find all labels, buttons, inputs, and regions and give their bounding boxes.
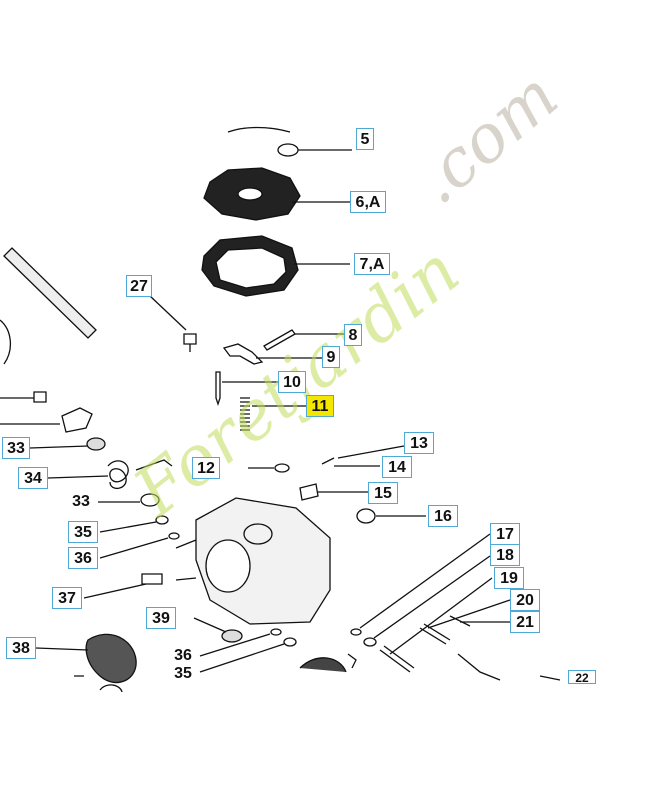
part-label-18: 18 bbox=[490, 544, 520, 566]
part-label-27: 27 bbox=[126, 275, 152, 297]
shaft-part bbox=[3, 247, 97, 339]
pump-cover-fragment bbox=[227, 126, 291, 133]
part-label-19: 19 bbox=[494, 567, 524, 589]
spring-part bbox=[240, 397, 250, 431]
part-label-17: 17 bbox=[490, 523, 520, 545]
part-label-34: 34 bbox=[18, 467, 48, 489]
part-label-8: 8 bbox=[344, 324, 362, 346]
part-label-35-lower: 35 bbox=[174, 665, 192, 682]
lever-part bbox=[222, 343, 264, 365]
o-ring-part bbox=[277, 143, 299, 157]
part-label-36-lower: 36 bbox=[174, 647, 192, 664]
part-label-6: 6,A bbox=[350, 191, 386, 213]
part-label-33-lower: 33 bbox=[72, 493, 90, 510]
part-label-21: 21 bbox=[510, 611, 540, 633]
part-label-39: 39 bbox=[146, 607, 176, 629]
needle-part bbox=[215, 371, 221, 407]
part-label-11: 11 bbox=[306, 395, 334, 417]
part-label-15: 15 bbox=[368, 482, 398, 504]
bracket-part bbox=[61, 407, 93, 433]
part-label-35-upper: 35 bbox=[68, 521, 98, 543]
screw-part bbox=[183, 333, 197, 345]
part-label-9: 9 bbox=[322, 346, 340, 368]
coil-spring-part bbox=[107, 460, 129, 489]
part-label-33-upper: 33 bbox=[2, 437, 30, 459]
part-label-16: 16 bbox=[428, 505, 458, 527]
part-label-38: 38 bbox=[6, 637, 36, 659]
part-label-14: 14 bbox=[382, 456, 412, 478]
part-label-37: 37 bbox=[52, 587, 82, 609]
part-label-10: 10 bbox=[278, 371, 306, 393]
part-label-36-upper: 36 bbox=[68, 547, 98, 569]
part-label-13: 13 bbox=[404, 432, 434, 454]
part-label-5: 5 bbox=[356, 128, 374, 150]
part-label-22-partial: 22 bbox=[568, 670, 596, 684]
part-label-12: 12 bbox=[192, 457, 220, 479]
throttle-disc-part bbox=[85, 633, 137, 684]
part-label-7: 7,A bbox=[354, 253, 390, 275]
part-label-20: 20 bbox=[510, 589, 540, 611]
